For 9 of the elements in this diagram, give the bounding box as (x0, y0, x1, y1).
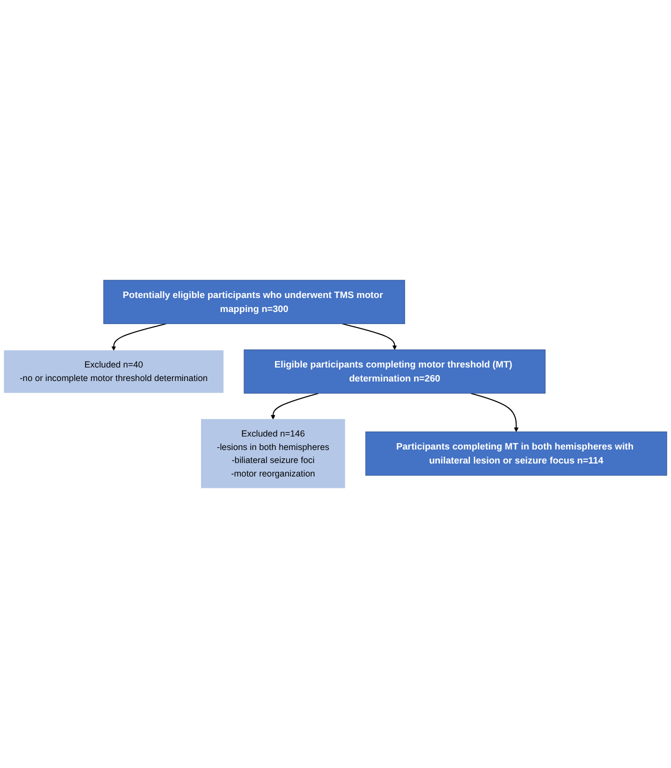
node-box: Eligible participants completing motor threshold (MT) determination n=260 (244, 349, 546, 394)
node-box: Participants completing MT in both hemispheres with unilateral lesion or seizure focus n=114 (365, 432, 668, 476)
arrow (270, 392, 319, 420)
node-box: Excluded n=146 -lesions in both hemispheres -biliateral seizure foci -motor reorganization (201, 419, 346, 488)
node-box: Excluded n=40 -no or incomplete motor threshold determination (4, 350, 224, 393)
node-box: Potentially eligible participants who underwent TMS motor mapping n=300 (103, 280, 406, 324)
arrow (470, 392, 519, 432)
arrow (342, 323, 397, 350)
arrow (111, 323, 166, 351)
